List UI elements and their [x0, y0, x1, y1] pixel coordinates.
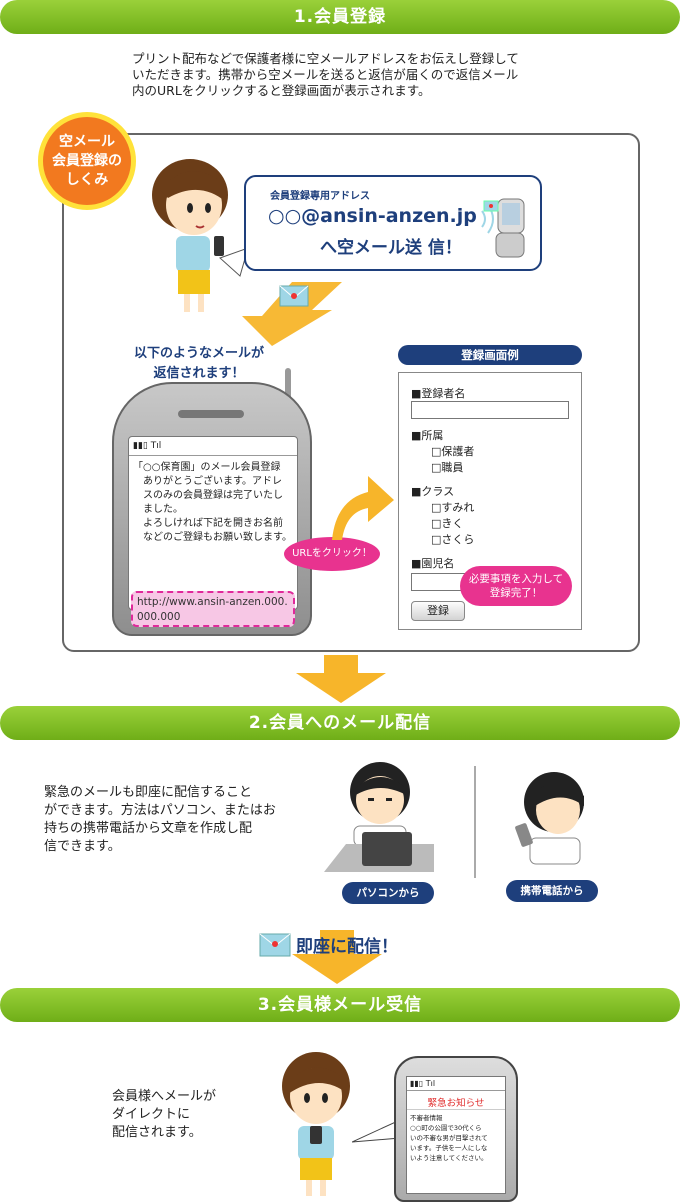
intro-line: 内のURLをクリックすると登録画面が表示されます。 — [132, 83, 431, 98]
register-button-label: 登録 — [427, 604, 449, 617]
girl-with-phone-illustration — [152, 159, 249, 312]
mechanism-badge: 空メール 会員登録の しくみ — [38, 112, 136, 210]
girl-reading-phone-illustration — [282, 1052, 350, 1196]
notice-body: 不審者情報 ○○町の公園で30代くら いの不審な男が目撃されて います。子供を一… — [410, 1113, 504, 1163]
man-with-mobile-illustration — [515, 772, 584, 865]
class-kiku-checkbox[interactable]: □きく — [431, 517, 464, 530]
reply-mail-text: 「○○保育園」のメール会員登録 ありがとうございます。アドレ スのみの会員登録は… — [131, 461, 295, 627]
complete-bubble-line: 必要事項を入力して — [468, 573, 564, 585]
register-form-title-text: 登録画面例 — [461, 348, 519, 362]
url-line: http://www.ansin-anzen.000. — [137, 596, 288, 608]
notice-line: います。子供を一人にしな — [410, 1144, 488, 1152]
status-divider — [407, 1090, 505, 1091]
received-phone: ▮▮▯ Tıl 緊急お知らせ 不審者情報 ○○町の公園で30代くら いの不審な男… — [394, 1056, 518, 1202]
phone-speaker — [178, 410, 244, 418]
man-with-pc-illustration — [324, 762, 434, 872]
reply-caption: 以下のようなメールが 返信されます！ — [124, 344, 274, 384]
badge-line: 空メール — [59, 133, 115, 150]
staff-checkbox[interactable]: □職員 — [431, 461, 464, 474]
section3-line: 配信されます。 — [112, 1125, 202, 1140]
section2-line: 緊急のメールも即座に配信すること — [44, 785, 253, 800]
send-empty-mail-text: へ空メール送 信！ — [320, 238, 462, 258]
signal-status: ▮▮▯ Tıl — [133, 441, 162, 451]
notice-line: いよう注意してください。 — [410, 1154, 488, 1162]
registration-url-link[interactable]: http://www.ansin-anzen.000. 000.000 — [131, 591, 295, 627]
class-label: ■クラス — [411, 485, 455, 498]
affiliation-label: ■所属 — [411, 429, 444, 442]
mobile-label: 携帯電話から — [506, 880, 598, 902]
section2-line: 信できます。 — [44, 839, 121, 854]
notice-title: 緊急お知らせ — [427, 1098, 485, 1109]
mail-line: などのご登録もお願い致します。 — [133, 532, 292, 543]
reply-caption-line: 以下のようなメールが — [133, 346, 264, 361]
mail-line: ました。 — [133, 504, 183, 515]
section3-line: ダイレクトに — [112, 1107, 191, 1122]
notice-line: 不審者情報 — [410, 1114, 443, 1122]
instant-down-arrow — [292, 930, 382, 984]
section2-divider — [474, 766, 476, 878]
reply-caption-line: 返信されます！ — [153, 366, 245, 381]
section2-text: 緊急のメールも即座に配信すること ができます。方法はパソコン、またはお 持ちの携… — [44, 784, 276, 856]
register-button[interactable]: 登録 — [411, 601, 465, 621]
intro-line: いただきます。携帯から空メールを送ると返信が届くので返信メール — [132, 67, 519, 82]
mobile-label-text: 携帯電話から — [520, 885, 584, 897]
name-label: ■登録者名 — [411, 387, 466, 400]
click-url-text: URLをクリック！ — [292, 548, 372, 559]
guardian-checkbox[interactable]: □保護者 — [431, 445, 475, 458]
complete-bubble: 必要事項を入力して 登録完了！ — [460, 566, 572, 606]
signal-status: ▮▮▯ Tıl — [410, 1079, 436, 1088]
section1-intro: プリント配布などで保護者様に空メールアドレスをお伝えし登録して いただきます。携… — [132, 51, 519, 99]
class-sumire-checkbox[interactable]: □すみれ — [431, 501, 475, 514]
phone-screen: ▮▮▯ Tıl 「○○保育園」のメール会員登録 ありがとうございます。アドレ ス… — [128, 436, 298, 627]
section3-title-bar: 3.会員様メール受信 — [0, 988, 680, 1022]
notice-line: いの不審な男が目撃されて — [410, 1134, 488, 1142]
section3-line: 会員様へメールが — [112, 1089, 217, 1104]
section2-title-bar: 2.会員へのメール配信 — [0, 706, 680, 740]
intro-line: プリント配布などで保護者様に空メールアドレスをお伝えし登録して — [132, 51, 519, 66]
name-input[interactable] — [411, 401, 569, 419]
mail-down-arrow — [242, 282, 342, 346]
mail-line: ありがとうございます。アドレ — [133, 476, 282, 487]
pc-label: パソコンから — [342, 882, 434, 904]
section3-title: 3.会員様メール受信 — [257, 995, 423, 1015]
section2-line: 持ちの携帯電話から文章を作成し配 — [44, 821, 253, 836]
register-form-title: 登録画面例 — [398, 345, 582, 365]
to-form-arrow — [332, 476, 394, 540]
status-divider — [129, 455, 297, 456]
child-name-label: ■園児名 — [411, 557, 455, 570]
section1-title: 1.会員登録 — [293, 7, 387, 27]
section2-title: 2.会員へのメール配信 — [248, 713, 432, 733]
instant-delivery-text: 即座に配信！ — [296, 937, 398, 957]
signup-address: ○○@ansin-anzen.jp — [268, 205, 477, 227]
mail-line: 「○○保育園」のメール会員登録 — [133, 462, 281, 473]
address-label: 会員登録専用アドレス — [270, 191, 370, 202]
click-url-bubble: URLをクリック！ — [284, 537, 380, 571]
url-line: 000.000 — [137, 611, 181, 623]
section2-line: ができます。方法はパソコン、またはお — [44, 803, 276, 818]
address-box: 会員登録専用アドレス ○○@ansin-anzen.jp へ空メール送 信！ — [244, 175, 542, 271]
badge-line: しくみ — [65, 171, 109, 188]
received-phone-screen: ▮▮▯ Tıl 緊急お知らせ 不審者情報 ○○町の公園で30代くら いの不審な男… — [406, 1076, 506, 1194]
complete-bubble-line: 登録完了！ — [489, 587, 543, 599]
mail-line: スのみの会員登録は完了いたし — [133, 490, 283, 501]
flip-phone-icon — [481, 198, 525, 258]
class-sakura-checkbox[interactable]: □さくら — [431, 533, 475, 546]
pc-label-text: パソコンから — [356, 887, 420, 899]
mail-line: よろしければ下記を開きお名前 — [133, 518, 283, 529]
envelope-icon — [259, 933, 291, 957]
section1-title-bar: 1.会員登録 — [0, 0, 680, 34]
notice-line: ○○町の公園で30代くら — [410, 1124, 482, 1132]
section-down-arrow — [296, 655, 386, 703]
notice-divider — [407, 1109, 505, 1110]
mobile-phone: ▮▮▯ Tıl 「○○保育園」のメール会員登録 ありがとうございます。アドレ ス… — [112, 382, 312, 636]
badge-line: 会員登録の — [52, 152, 122, 169]
section3-text: 会員様へメールが ダイレクトに 配信されます。 — [112, 1088, 216, 1142]
